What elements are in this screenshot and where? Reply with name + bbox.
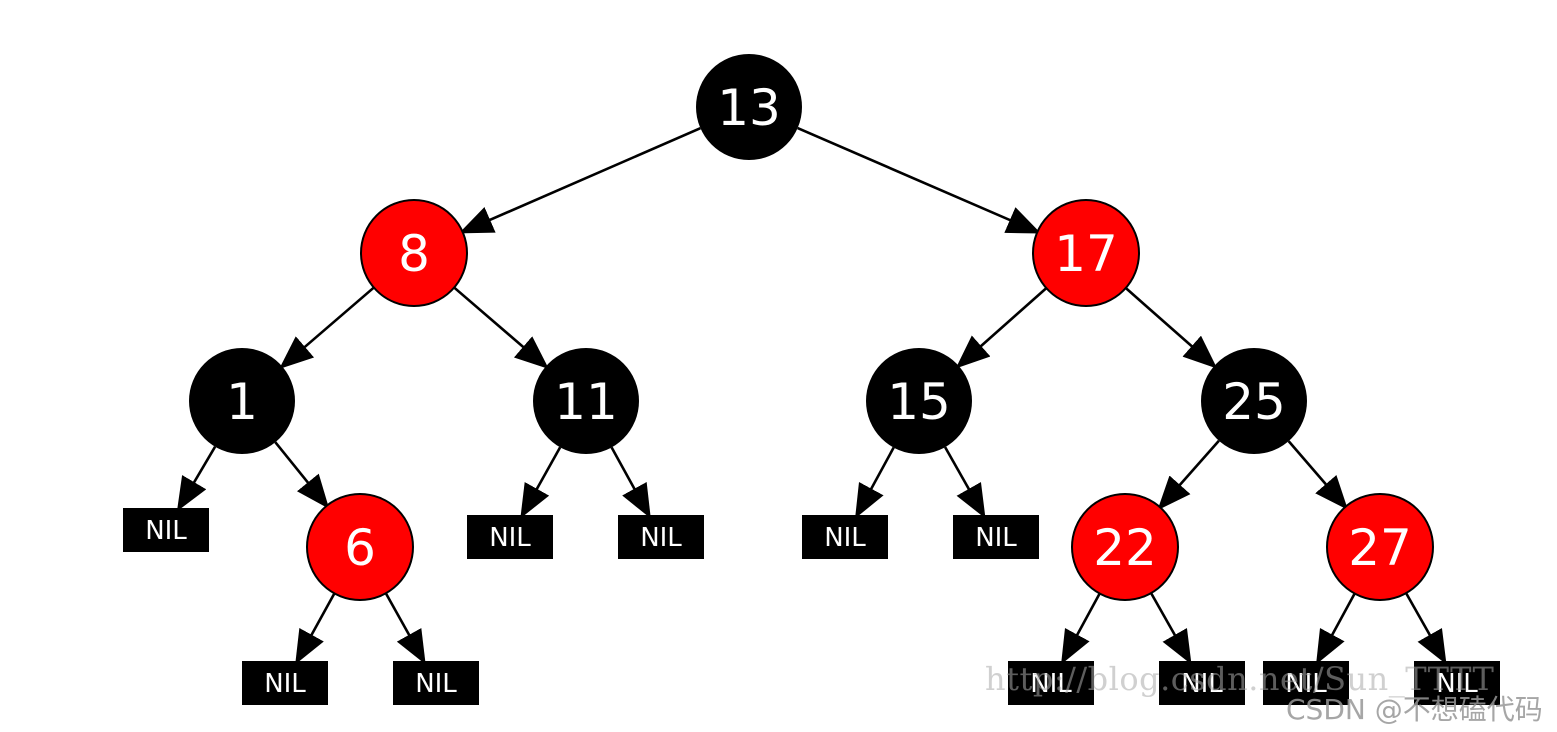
nil-leaf: NIL [467, 515, 553, 559]
nil-box [123, 508, 209, 552]
nil-box [1263, 661, 1349, 705]
node-circle-15 [866, 348, 972, 454]
edge-n22-nil8 [1061, 592, 1101, 665]
nil-leaf: NIL [1414, 661, 1500, 705]
nil-box [802, 515, 888, 559]
edge-n11-nil2 [520, 446, 562, 519]
node-circle-27 [1326, 493, 1434, 601]
node-circle-17 [1032, 199, 1140, 307]
nil-leaf: NIL [393, 661, 479, 705]
edge-n25-n27 [1287, 440, 1348, 510]
node-key-label: 1 [226, 373, 258, 431]
node-key-label: 11 [554, 373, 618, 431]
nil-label: NIL [1436, 669, 1478, 699]
tree-node-8: 8 [360, 199, 468, 307]
edge-n1-n6 [274, 441, 330, 509]
edge-n1-nil1 [176, 446, 217, 512]
nil-label: NIL [640, 523, 682, 553]
node-circle-6 [306, 493, 414, 601]
edge-n17-n25 [1124, 287, 1218, 369]
node-circle-13 [696, 54, 802, 160]
nil-box [393, 661, 479, 705]
nil-box [1008, 661, 1094, 705]
nil-box [618, 515, 704, 559]
edge-n11-nil3 [610, 446, 651, 519]
edge-n22-nil9 [1149, 592, 1192, 665]
edge-n8-n1 [279, 286, 375, 370]
nil-box [1414, 661, 1500, 705]
nil-box [1159, 661, 1245, 705]
watermark-credit: CSDN @不想磕代码 [1286, 693, 1543, 726]
node-key-label: 6 [344, 519, 376, 577]
nil-box [242, 661, 328, 705]
tree-node-15: 15 [866, 348, 972, 454]
node-circle-8 [360, 199, 468, 307]
nil-box [953, 515, 1039, 559]
nil-label: NIL [145, 516, 187, 546]
nil-label: NIL [1285, 669, 1327, 699]
nil-leaf: NIL [1008, 661, 1094, 705]
nil-label: NIL [824, 523, 866, 553]
edge-n25-n22 [1157, 439, 1220, 511]
edge-n6-nil6 [295, 592, 336, 665]
nil-label: NIL [1181, 669, 1223, 699]
node-circle-1 [189, 348, 295, 454]
tree-node-11: 11 [533, 348, 639, 454]
nil-leaf: NIL [618, 515, 704, 559]
node-key-label: 13 [717, 79, 781, 137]
edge-n15-nil5 [943, 446, 986, 519]
edge-n17-n15 [955, 287, 1048, 369]
nil-label: NIL [1030, 669, 1072, 699]
nil-leaf: NIL [1263, 661, 1349, 705]
tree-node-25: 25 [1201, 348, 1307, 454]
nil-leaf: NIL [242, 661, 328, 705]
node-key-label: 22 [1093, 519, 1157, 577]
nil-leaf: NIL [802, 515, 888, 559]
nil-label: NIL [415, 669, 457, 699]
edges-layer [176, 126, 1447, 665]
edge-n27-nil10 [1316, 592, 1356, 665]
nil-leaf: NIL [1159, 661, 1245, 705]
node-circle-11 [533, 348, 639, 454]
nil-label: NIL [264, 669, 306, 699]
node-key-label: 17 [1054, 225, 1118, 283]
nil-leaf: NIL [123, 508, 209, 552]
edge-n27-nil11 [1404, 592, 1447, 665]
edge-n13-n8 [458, 126, 701, 234]
node-key-label: 25 [1222, 373, 1286, 431]
nil-box [467, 515, 553, 559]
node-circle-22 [1071, 493, 1179, 601]
watermark-url: http://blog.csdn.net/Sun_TTTT [985, 660, 1495, 698]
nil-leaf: NIL [953, 515, 1039, 559]
tree-node-17: 17 [1032, 199, 1140, 307]
tree-node-22: 22 [1071, 493, 1179, 601]
tree-node-6: 6 [306, 493, 414, 601]
node-key-label: 8 [398, 225, 430, 283]
node-key-label: 27 [1348, 519, 1412, 577]
node-key-label: 15 [887, 373, 951, 431]
tree-node-1: 1 [189, 348, 295, 454]
edge-n6-nil7 [384, 592, 426, 665]
edge-n15-nil4 [855, 446, 895, 519]
node-circle-25 [1201, 348, 1307, 454]
tree-node-13: 13 [696, 54, 802, 160]
edge-n8-n11 [453, 286, 549, 370]
edge-n13-n17 [797, 126, 1042, 234]
tree-node-27: 27 [1326, 493, 1434, 601]
nil-label: NIL [975, 523, 1017, 553]
nil-label: NIL [489, 523, 531, 553]
